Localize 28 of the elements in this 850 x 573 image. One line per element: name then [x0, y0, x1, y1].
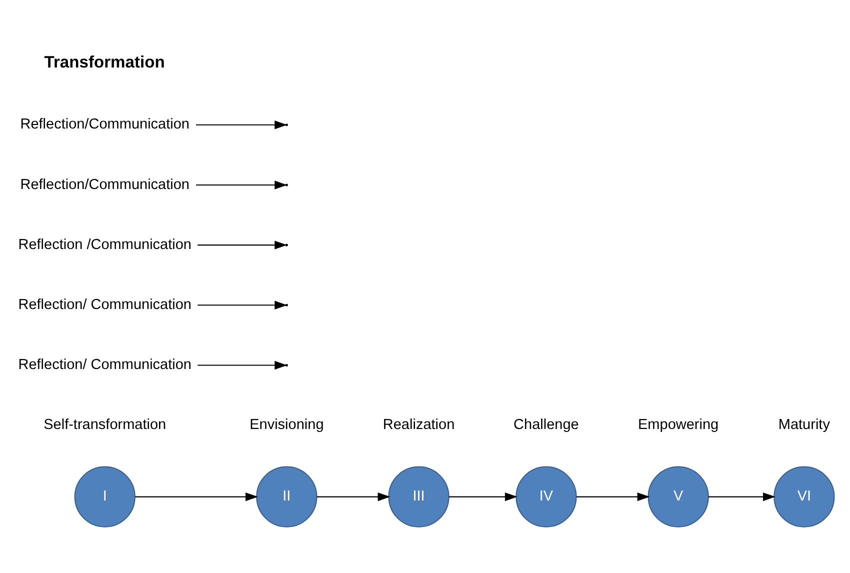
node-circle: II: [256, 466, 318, 528]
node-label: Empowering: [638, 417, 719, 434]
arrow: [576, 492, 650, 502]
node-label: Self-transformation: [44, 417, 166, 434]
arrow: [448, 492, 518, 502]
arrow: [135, 492, 258, 502]
arrow: [198, 300, 288, 310]
node-circle: IV: [516, 466, 577, 528]
arrow: [198, 240, 288, 250]
node-text: Reflection /Communication: [18, 236, 192, 253]
node-label: Envisioning: [250, 417, 324, 434]
node-text: Reflection/Communication: [20, 116, 190, 133]
arrow: [196, 120, 288, 130]
node-text: Reflection/ Communication: [18, 357, 192, 374]
node-label: Challenge: [514, 417, 579, 434]
node-text: Reflection/ Communication: [18, 296, 192, 313]
arrow: [196, 180, 288, 190]
node-circle: III: [388, 466, 450, 528]
node-label: Maturity: [778, 417, 830, 434]
node-label: Realization: [382, 417, 455, 434]
arrow: [316, 492, 390, 502]
node-text: Reflection/Communication: [20, 176, 190, 193]
node-circle: VI: [774, 466, 835, 528]
node-circle: V: [648, 466, 709, 528]
node-circle: I: [74, 466, 136, 528]
label: Transformation: [44, 52, 165, 72]
arrow: [198, 360, 288, 370]
arrow: [708, 492, 776, 502]
